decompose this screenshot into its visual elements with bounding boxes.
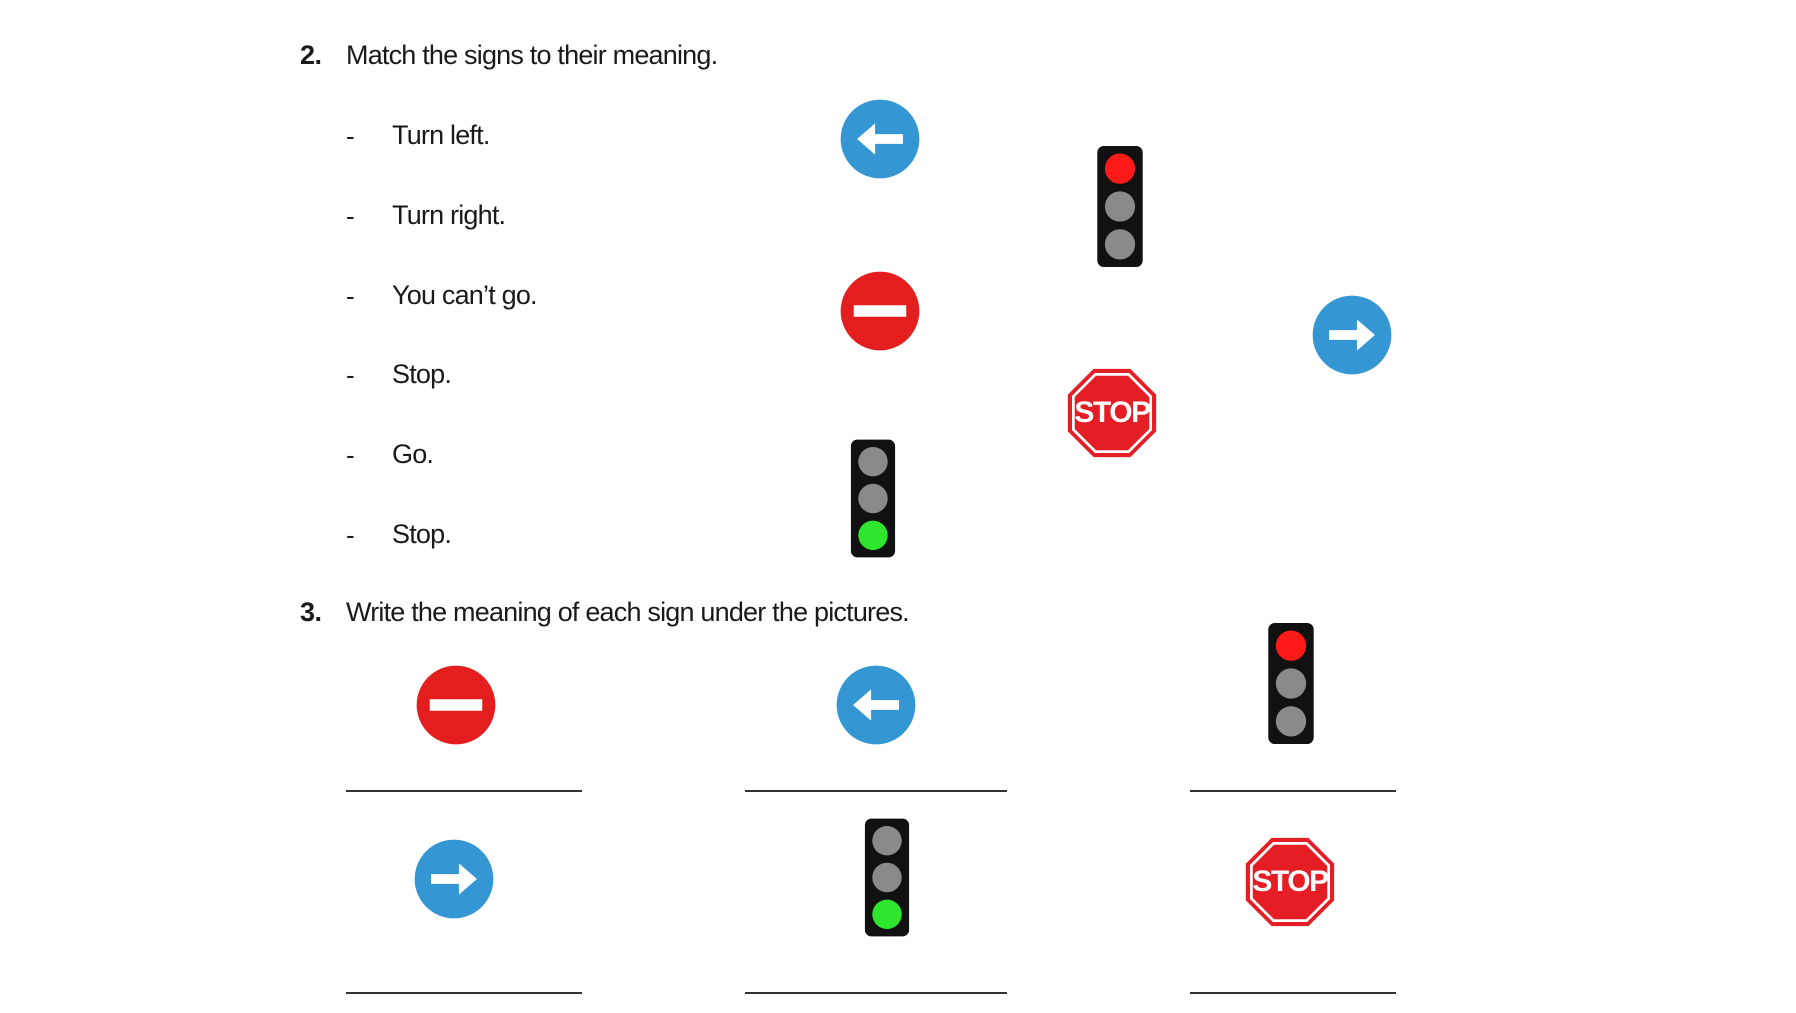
turn-right-sign-icon xyxy=(1311,294,1393,376)
answer-line[interactable] xyxy=(346,790,582,792)
option-dash: - xyxy=(346,121,355,151)
red-traffic-light-icon xyxy=(1096,145,1144,268)
stop-sign-icon: STOP xyxy=(1244,836,1336,928)
turn-left-sign-icon xyxy=(835,664,917,746)
stop-sign-label: STOP xyxy=(1074,396,1151,429)
turn-right-sign-icon xyxy=(413,838,495,920)
option-turn-right: Turn right. xyxy=(392,200,506,230)
red-traffic-light-icon xyxy=(1267,622,1315,745)
option-go: Go. xyxy=(392,439,434,469)
option-dash: - xyxy=(346,440,355,470)
option-turn-left: Turn left. xyxy=(392,120,490,150)
option-stop: Stop. xyxy=(392,359,452,389)
answer-line[interactable] xyxy=(745,992,1007,994)
option-dash: - xyxy=(346,281,355,311)
turn-left-sign-icon xyxy=(839,98,921,180)
answer-line[interactable] xyxy=(1190,790,1396,792)
question-3-prompt: Write the meaning of each sign under the… xyxy=(346,597,910,627)
no-entry-sign-icon xyxy=(839,270,921,352)
green-traffic-light-icon xyxy=(864,817,910,938)
answer-line[interactable] xyxy=(346,992,582,994)
answer-line[interactable] xyxy=(1190,992,1396,994)
question-3-number: 3. xyxy=(300,597,322,627)
stop-sign-icon: STOP xyxy=(1066,367,1158,459)
no-entry-sign-icon xyxy=(415,664,497,746)
option-dash: - xyxy=(346,201,355,231)
option-you-cant-go: You can’t go. xyxy=(392,280,538,310)
stop-sign-label: STOP xyxy=(1252,865,1329,898)
question-2-number: 2. xyxy=(300,40,322,70)
option-dash: - xyxy=(346,360,355,390)
option-dash: - xyxy=(346,520,355,550)
option-stop-2: Stop. xyxy=(392,519,452,549)
answer-line[interactable] xyxy=(745,790,1007,792)
green-traffic-light-icon xyxy=(850,438,896,559)
question-2-prompt: Match the signs to their meaning. xyxy=(346,40,718,70)
